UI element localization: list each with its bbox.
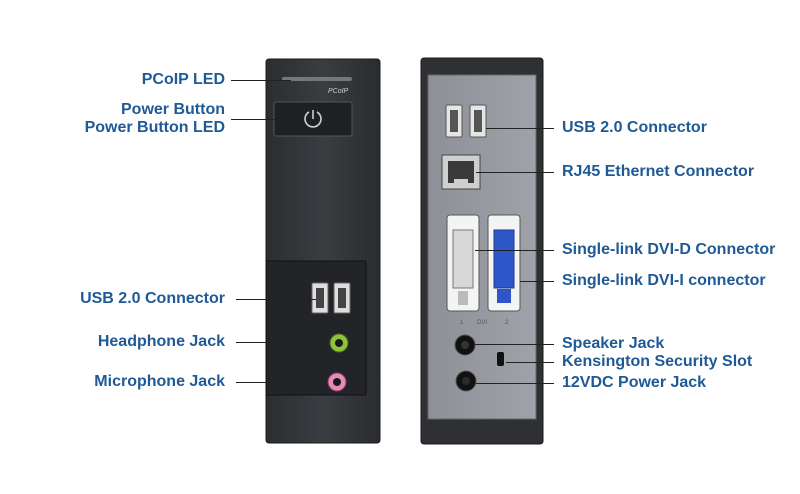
- power-jack: [455, 370, 477, 392]
- dvi-port-2-mark: 2: [505, 320, 509, 326]
- power-icon: [304, 110, 322, 128]
- dvi-mark: DVI: [477, 320, 488, 326]
- dvi-d-port: [446, 214, 480, 312]
- headphone-jack: [329, 333, 349, 353]
- label-power-button: Power Button: [121, 101, 225, 118]
- leader-front-usb: [236, 299, 316, 300]
- label-rear-usb: USB 2.0 Connector: [562, 119, 707, 136]
- rear-panel: [420, 57, 544, 445]
- dvi-port-1-mark: 1: [460, 320, 464, 326]
- label-rj45: RJ45 Ethernet Connector: [562, 163, 755, 180]
- rear-usb-ports: [445, 104, 487, 138]
- rj45-port: [441, 154, 481, 190]
- label-pcoip-led: PCoIP LED: [141, 71, 225, 88]
- label-speaker: Speaker Jack: [562, 335, 665, 352]
- microphone-jack: [327, 372, 347, 392]
- leader-microphone: [236, 382, 326, 383]
- leader-rear-usb: [486, 128, 554, 129]
- leader-speaker: [475, 344, 554, 345]
- leader-rj45: [476, 172, 554, 173]
- front-panel: [265, 58, 381, 444]
- leader-dvi-i: [520, 281, 554, 282]
- leader-headphone: [236, 342, 328, 343]
- label-kensington: Kensington Security Slot: [562, 353, 753, 370]
- leader-kensington: [506, 362, 554, 363]
- front-usb-ports: [311, 282, 351, 314]
- label-microphone: Microphone Jack: [94, 373, 225, 390]
- label-dvi-d: Single-link DVI-D Connector: [562, 241, 776, 258]
- speaker-jack: [454, 334, 476, 356]
- leader-pcoip-led: [231, 80, 291, 81]
- label-power-button-led: Power Button LED: [84, 119, 225, 136]
- dvi-i-port: [487, 214, 521, 312]
- pcoip-led-strip: [282, 77, 352, 81]
- front-brand: PCoIP: [328, 88, 349, 95]
- label-headphone: Headphone Jack: [97, 333, 225, 350]
- leader-dvi-d: [475, 250, 554, 251]
- kensington-slot: [497, 352, 504, 366]
- label-dvi-i: Single-link DVI-I connector: [562, 272, 766, 289]
- leader-power-button: [231, 119, 301, 120]
- leader-power-jack: [476, 383, 554, 384]
- label-front-usb: USB 2.0 Connector: [80, 290, 225, 307]
- label-power-jack: 12VDC Power Jack: [562, 374, 707, 391]
